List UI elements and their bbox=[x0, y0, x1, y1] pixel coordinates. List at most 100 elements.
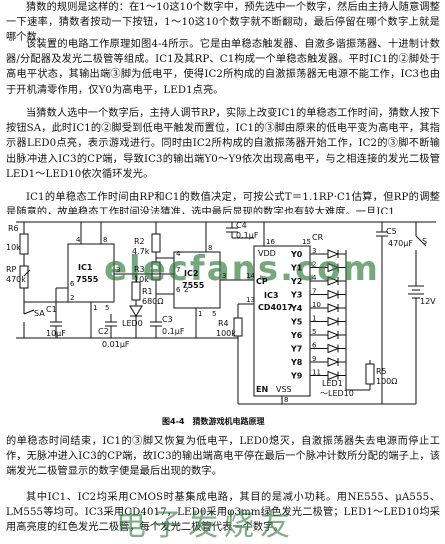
led-diode-icon bbox=[327, 303, 340, 313]
label-c3-value: 0.1μF bbox=[162, 327, 185, 336]
led-diode-icon bbox=[327, 370, 340, 381]
label-ic1: IC1 bbox=[78, 263, 93, 272]
label-c3: C3 bbox=[162, 315, 173, 324]
label-r1-value: 680Ω bbox=[142, 297, 163, 306]
ic3-pin-6: 6 bbox=[312, 342, 317, 350]
ic3-pin-8: 8 bbox=[284, 396, 288, 404]
ic1-pin-6: 6 bbox=[70, 280, 75, 288]
ic3-output-y7: Y7 bbox=[290, 345, 302, 354]
label-vss: VSS bbox=[276, 385, 292, 394]
ic1-pin-2: 2 bbox=[70, 294, 74, 302]
ic3-output-y8: Y8 bbox=[290, 358, 303, 367]
ic1-pin-3: 3 bbox=[116, 266, 120, 274]
ic3-pin-3: 3 bbox=[312, 247, 316, 255]
watermark-logo-text: elecfans.com bbox=[104, 249, 380, 289]
ic3-pin-2: 2 bbox=[312, 261, 316, 269]
ic2-pin-5: 5 bbox=[212, 310, 216, 318]
ic3-output-y4: Y4 bbox=[290, 304, 303, 313]
ic1-pin-1: 1 bbox=[93, 304, 97, 312]
ic2-pin-8: 8 bbox=[208, 244, 212, 252]
circuit-figure: elecfans.com R6 10k RP 470k SA C1 10μF I… bbox=[6, 214, 440, 434]
label-cp: CP bbox=[256, 277, 268, 286]
led-diode-icon bbox=[327, 343, 340, 354]
label-r3: R3 bbox=[134, 265, 145, 274]
result-paragraph: 的单稳态时间结束，IC1的③脚又恢复为低电平，LED0熄灭，自激振荡器失去电源而… bbox=[6, 436, 440, 478]
ic3-output-y1: Y1 bbox=[290, 264, 303, 273]
label-c5-value: 470μF bbox=[388, 239, 413, 248]
operation-paragraph: 当猜数人选中一个数字后，主持人调节RP，实际上改变IC1的单稳态工作时间，猜数人… bbox=[6, 108, 440, 180]
label-sa: SA bbox=[34, 309, 45, 318]
label-ic2-type: 7555 bbox=[182, 281, 205, 290]
ic3-pin-13: 13 bbox=[246, 296, 255, 304]
label-r6: R6 bbox=[8, 224, 19, 233]
label-c4: C4 bbox=[236, 221, 247, 230]
ic2-pin-2: 2 bbox=[184, 286, 188, 294]
ic3-pin-4: 4 bbox=[312, 274, 317, 282]
label-r5: R5 bbox=[376, 367, 387, 376]
label-en: EN bbox=[256, 385, 268, 394]
label-ic3: IC3 bbox=[264, 291, 278, 300]
ic3-output-y0: Y0 bbox=[290, 250, 303, 259]
label-cr: CR bbox=[312, 233, 324, 242]
ic3-pin-14: 14 bbox=[246, 272, 255, 280]
components-paragraph: 其中IC1、IC2均采用CMOS时基集成电路，其目的是减小功耗。用NE555、μ… bbox=[6, 492, 440, 534]
ic2-pin-6: 6 bbox=[176, 286, 181, 294]
ic3-pin-7: 7 bbox=[312, 288, 316, 296]
circuit-principle-paragraph: 该装置的电路工作原理如图4-4所示。它是由单稳态触发器、自激多谐振荡器、十进制计… bbox=[6, 39, 440, 96]
label-c2-value: 0.01μF bbox=[102, 340, 130, 349]
led-diode-icon bbox=[327, 316, 340, 327]
label-12v: 12V bbox=[420, 297, 436, 306]
label-rp-value: 470k bbox=[6, 275, 26, 284]
label-ic2: IC2 bbox=[184, 269, 198, 278]
label-c4-value: 0.1μF bbox=[236, 231, 259, 240]
label-led0: LED0 bbox=[122, 319, 143, 328]
ic1-pin-4: 4 bbox=[76, 236, 81, 244]
ic3-output-y5: Y5 bbox=[290, 318, 303, 327]
label-s: S bbox=[422, 237, 427, 246]
label-r1: R1 bbox=[142, 287, 153, 296]
ic3-pin-10: 10 bbox=[312, 301, 321, 309]
label-r5-value: 100Ω bbox=[376, 377, 397, 386]
label-c5: C5 bbox=[386, 227, 397, 236]
label-rp: RP bbox=[6, 265, 17, 274]
led-diode-icon bbox=[327, 276, 340, 286]
ic3-output-y6: Y6 bbox=[290, 331, 303, 340]
ic2-pin-1: 1 bbox=[198, 310, 202, 318]
ic3-pin-16: 16 bbox=[266, 238, 275, 246]
label-c1: C1 bbox=[46, 305, 57, 314]
label-r3-value: 10k bbox=[134, 275, 149, 284]
ic1-pin-8: 8 bbox=[103, 236, 107, 244]
figure-caption: 图4-4 猜数游戏机电路原理 bbox=[162, 416, 264, 426]
label-vdd: VDD bbox=[258, 249, 276, 258]
ic2-pin-4: 4 bbox=[176, 250, 181, 258]
label-ic1-type: 7555 bbox=[76, 275, 99, 284]
ic2-pin-7: 7 bbox=[176, 266, 180, 274]
label-r6-value: 10k bbox=[6, 243, 21, 252]
label-r4: R4 bbox=[218, 319, 229, 328]
ic3-pin-9: 9 bbox=[312, 355, 316, 363]
led-diode-icon bbox=[327, 262, 340, 273]
circuit-schematic: elecfans.com R6 10k RP 470k SA C1 10μF I… bbox=[6, 221, 436, 426]
led-diode-icon bbox=[327, 289, 340, 300]
ic3-output-y3: Y3 bbox=[290, 291, 302, 300]
ic2-pin-3: 3 bbox=[222, 272, 226, 280]
label-r4-value: 100k bbox=[216, 329, 236, 338]
led-diode-icon bbox=[327, 249, 340, 259]
label-led1: LED1 bbox=[322, 379, 343, 388]
ic3-pin-11: 11 bbox=[312, 369, 321, 377]
label-ic3-type: CD4017 bbox=[258, 303, 293, 312]
ic1-pin-5: 5 bbox=[105, 304, 109, 312]
label-c1-value: 10μF bbox=[46, 329, 66, 338]
label-r2-value: 4.7k bbox=[132, 247, 150, 256]
ic3-pin-1: 1 bbox=[312, 315, 316, 323]
ic3-output-y2: Y2 bbox=[290, 277, 302, 286]
led-diode-icon bbox=[327, 330, 340, 340]
ic3-output-y9: Y9 bbox=[290, 372, 303, 381]
label-led10: ～LED10 bbox=[320, 389, 354, 398]
label-r2: R2 bbox=[134, 237, 145, 246]
ic3-pin-5: 5 bbox=[312, 328, 316, 336]
timing-paragraph: IC1的单稳态工作时间由RP和C1的数值决定，可按公式T＝1.1RP·C1估算，… bbox=[6, 192, 440, 219]
ic3-pin-15: 15 bbox=[302, 238, 311, 246]
watermark-cn: 电子发烧友 bbox=[116, 508, 296, 543]
intro-paragraph: 猜数的规则是这样的：在1～10这10个数字中，预先选中一个数字，然后由主持人随意… bbox=[6, 2, 440, 44]
